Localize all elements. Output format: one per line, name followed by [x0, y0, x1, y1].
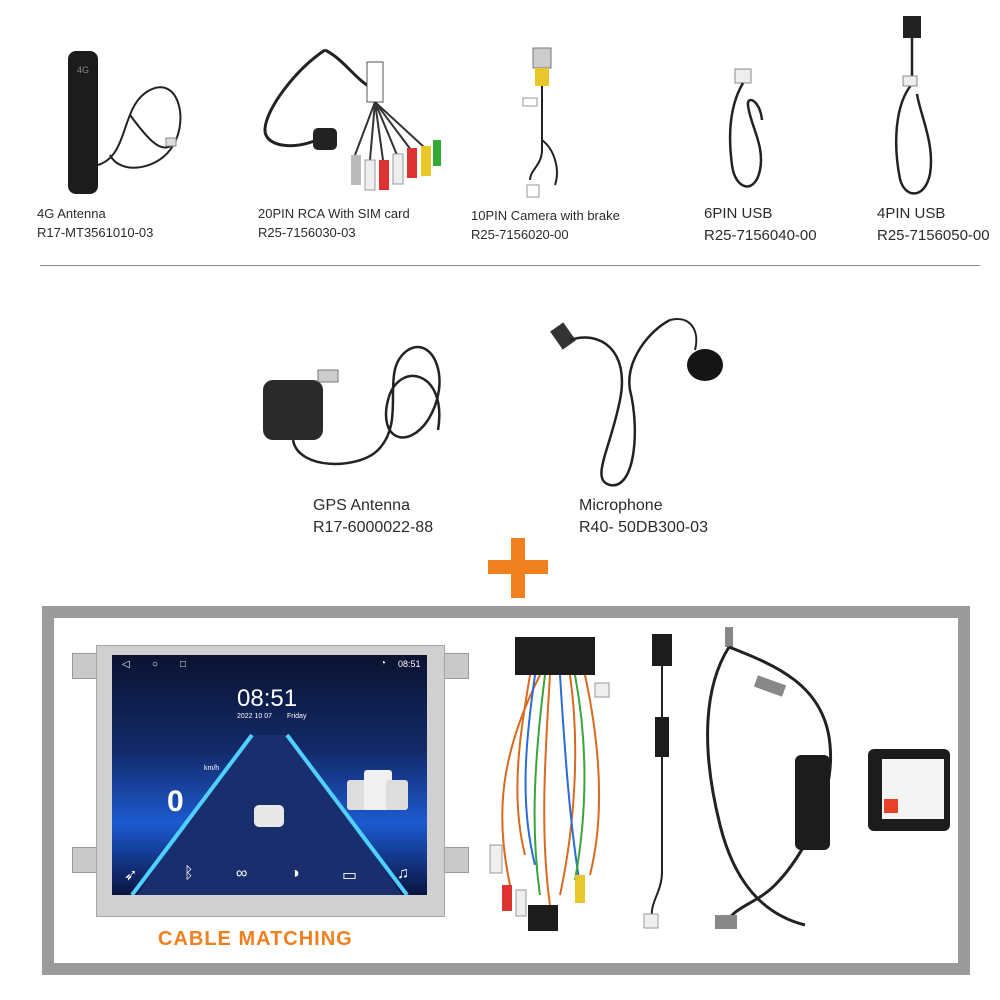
- product-code: R17-MT3561010-03: [37, 225, 154, 240]
- canbus-decoder-icon: [868, 749, 950, 831]
- product-name: 6PIN USB: [704, 205, 773, 222]
- dashboard-icon[interactable]: ◑: [290, 865, 300, 882]
- camera-cable-icon: [522, 47, 558, 198]
- recent-apps-icon[interactable]: □: [180, 659, 187, 670]
- head-unit-screen: ◁ ○ □ ◔ 08:51 08:51 2022 10 07 Friday km…: [112, 655, 427, 895]
- 4g-antenna-product: 4G: [60, 45, 190, 200]
- status-time: 08:51: [398, 659, 421, 669]
- speed-value: 0: [167, 785, 184, 818]
- microphone-icon: [550, 318, 723, 487]
- caption-6pin-usb: 6PIN USB R25-7156040-00: [704, 203, 817, 247]
- antenna-adapter-cable: [695, 625, 845, 935]
- media-tile[interactable]: [347, 780, 369, 810]
- rca-cable-icon: [263, 48, 441, 191]
- usb-cable-icon: [728, 68, 764, 188]
- 4pin-usb-product: [885, 14, 945, 204]
- antenna-cable-icon: [706, 627, 833, 929]
- caption-microphone: Microphone R40- 50DB300-03: [579, 495, 708, 539]
- home-icon[interactable]: ○: [152, 659, 159, 670]
- usb-adapter-cable: [630, 632, 690, 932]
- microphone-product: [550, 310, 730, 490]
- 4g-antenna-icon: 4G: [68, 51, 182, 194]
- cable-matching-label: CABLE MATCHING: [158, 928, 353, 950]
- weekday: Friday: [287, 713, 307, 720]
- wifi-icon: ◔: [380, 658, 387, 669]
- product-name: GPS Antenna: [313, 497, 410, 514]
- product-name: Microphone: [579, 497, 663, 514]
- caption-camera-cable: 10PIN Camera with brake R25-7156020-00: [471, 206, 620, 244]
- product-name: 10PIN Camera with brake: [471, 208, 620, 223]
- caption-rca-cable: 20PIN RCA With SIM card R25-7156030-03: [258, 204, 410, 242]
- radio-icon[interactable]: ▭: [342, 867, 358, 884]
- product-code: R17-6000022-88: [313, 519, 434, 536]
- plus-icon: [488, 538, 548, 598]
- product-code: R40- 50DB300-03: [579, 519, 708, 536]
- 6pin-usb-product: [720, 65, 775, 200]
- clock: 08:51: [237, 685, 298, 712]
- antenna-mark: 4G: [77, 65, 89, 75]
- head-unit: ◁ ○ □ ◔ 08:51 08:51 2022 10 07 Friday km…: [72, 645, 469, 917]
- back-icon[interactable]: ◁: [122, 659, 130, 670]
- product-code: R25-7156020-00: [471, 227, 569, 242]
- harness-icon: [489, 637, 610, 931]
- navigation-icon[interactable]: ➶: [124, 867, 138, 884]
- cable-icon: [643, 634, 672, 929]
- gps-antenna-product: [258, 340, 458, 490]
- section-divider: [40, 265, 980, 266]
- product-code: R25-7156030-03: [258, 225, 356, 240]
- power-harness: [480, 635, 625, 935]
- road-graphic: [130, 733, 409, 895]
- caption-4g-antenna: 4G Antenna R17-MT3561010-03: [37, 204, 153, 242]
- canbus-box: [866, 747, 952, 833]
- product-code: R25-7156050-00: [877, 227, 990, 244]
- product-name: 4G Antenna: [37, 206, 106, 221]
- speed-unit: km/h: [204, 765, 220, 772]
- camera-cable-product: [515, 40, 575, 205]
- apps-icon[interactable]: ∞: [236, 865, 248, 882]
- product-name: 20PIN RCA With SIM card: [258, 206, 410, 221]
- gps-antenna-icon: [263, 345, 441, 466]
- bluetooth-icon[interactable]: ᛒ: [184, 865, 194, 882]
- date: 2022 10 07: [237, 713, 273, 720]
- caption-4pin-usb: 4PIN USB R25-7156050-00: [877, 203, 990, 247]
- caption-gps-antenna: GPS Antenna R17-6000022-88: [313, 495, 433, 539]
- usb-cable-icon: [894, 16, 933, 195]
- product-name: 4PIN USB: [877, 205, 946, 222]
- product-code: R25-7156040-00: [704, 227, 817, 244]
- media-tile[interactable]: [386, 780, 408, 810]
- rca-cable-product: [255, 30, 445, 205]
- music-icon[interactable]: ♫: [397, 865, 409, 882]
